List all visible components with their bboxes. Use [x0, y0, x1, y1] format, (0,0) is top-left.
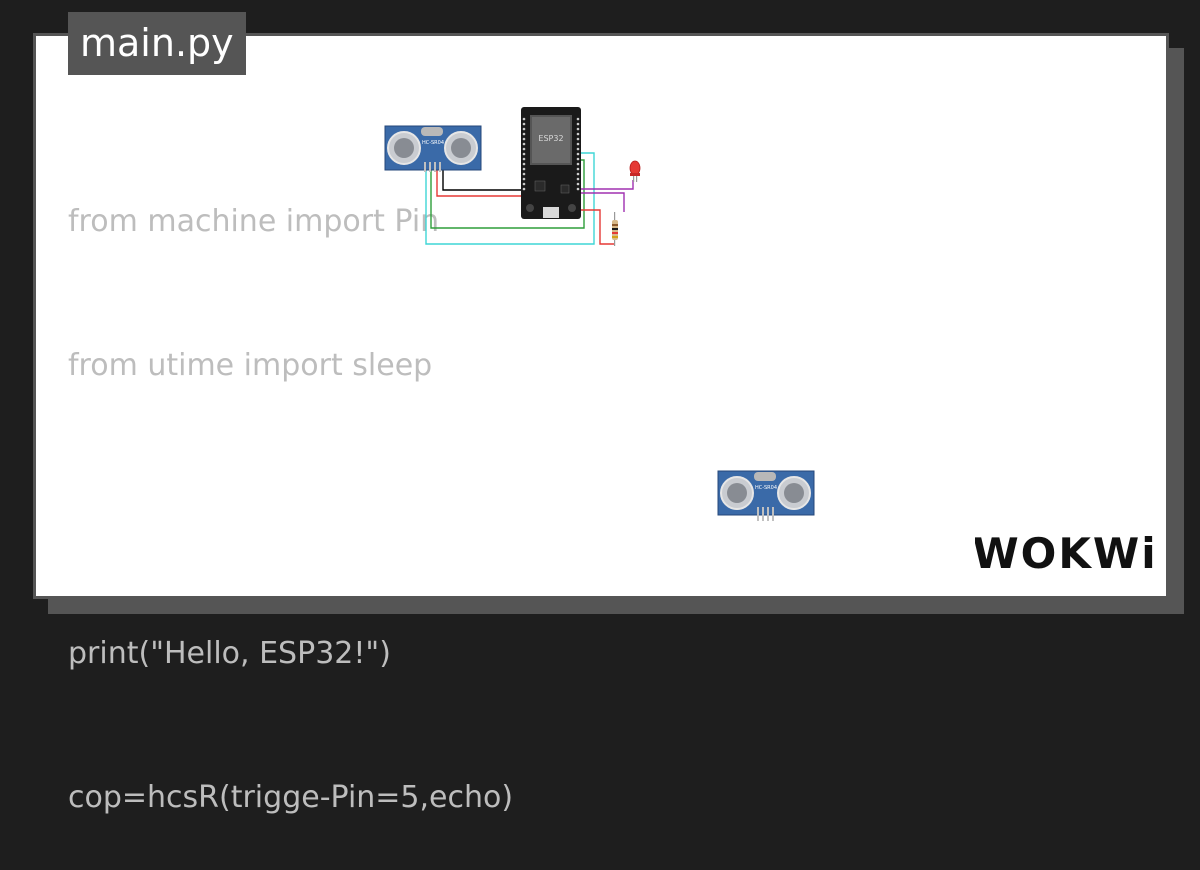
code-line: from machine import Pin: [68, 204, 440, 239]
wire-cyan: [425, 152, 595, 245]
wire-black: [442, 170, 521, 191]
wire-purple-led: [578, 180, 634, 190]
code-line: from utime import sleep: [68, 348, 433, 383]
wires: [425, 152, 634, 245]
wokwi-logo-text: WOKWi: [975, 529, 1155, 578]
board-label: ESP32: [538, 134, 563, 143]
ultrasonic-sensor-icon: HC-SR04: [384, 125, 482, 172]
code-line: print("Hello, ESP32!"): [68, 636, 391, 671]
ultrasonic-sensor-icon: HC-SR04: [717, 470, 815, 521]
wire-green: [430, 159, 585, 229]
sensor-label: HC-SR04: [755, 485, 777, 491]
code-line: cop=hcsR(trigge-Pin=5,echo): [68, 780, 514, 815]
project-card: [33, 33, 1169, 599]
circuit-diagram: HC-SR04 ESP32: [384, 107, 815, 521]
wire-red: [436, 170, 521, 197]
wire-red-res: [578, 209, 614, 245]
resistor-icon: [612, 212, 618, 246]
esp32-board-icon: ESP32: [521, 107, 581, 219]
file-tab: main.py: [68, 12, 246, 75]
sensor-label: HC-SR04: [422, 140, 444, 146]
wokwi-logo-icon: WOKWi: [975, 529, 1155, 578]
led-icon: [629, 160, 641, 182]
wire-purple-res: [578, 192, 625, 212]
